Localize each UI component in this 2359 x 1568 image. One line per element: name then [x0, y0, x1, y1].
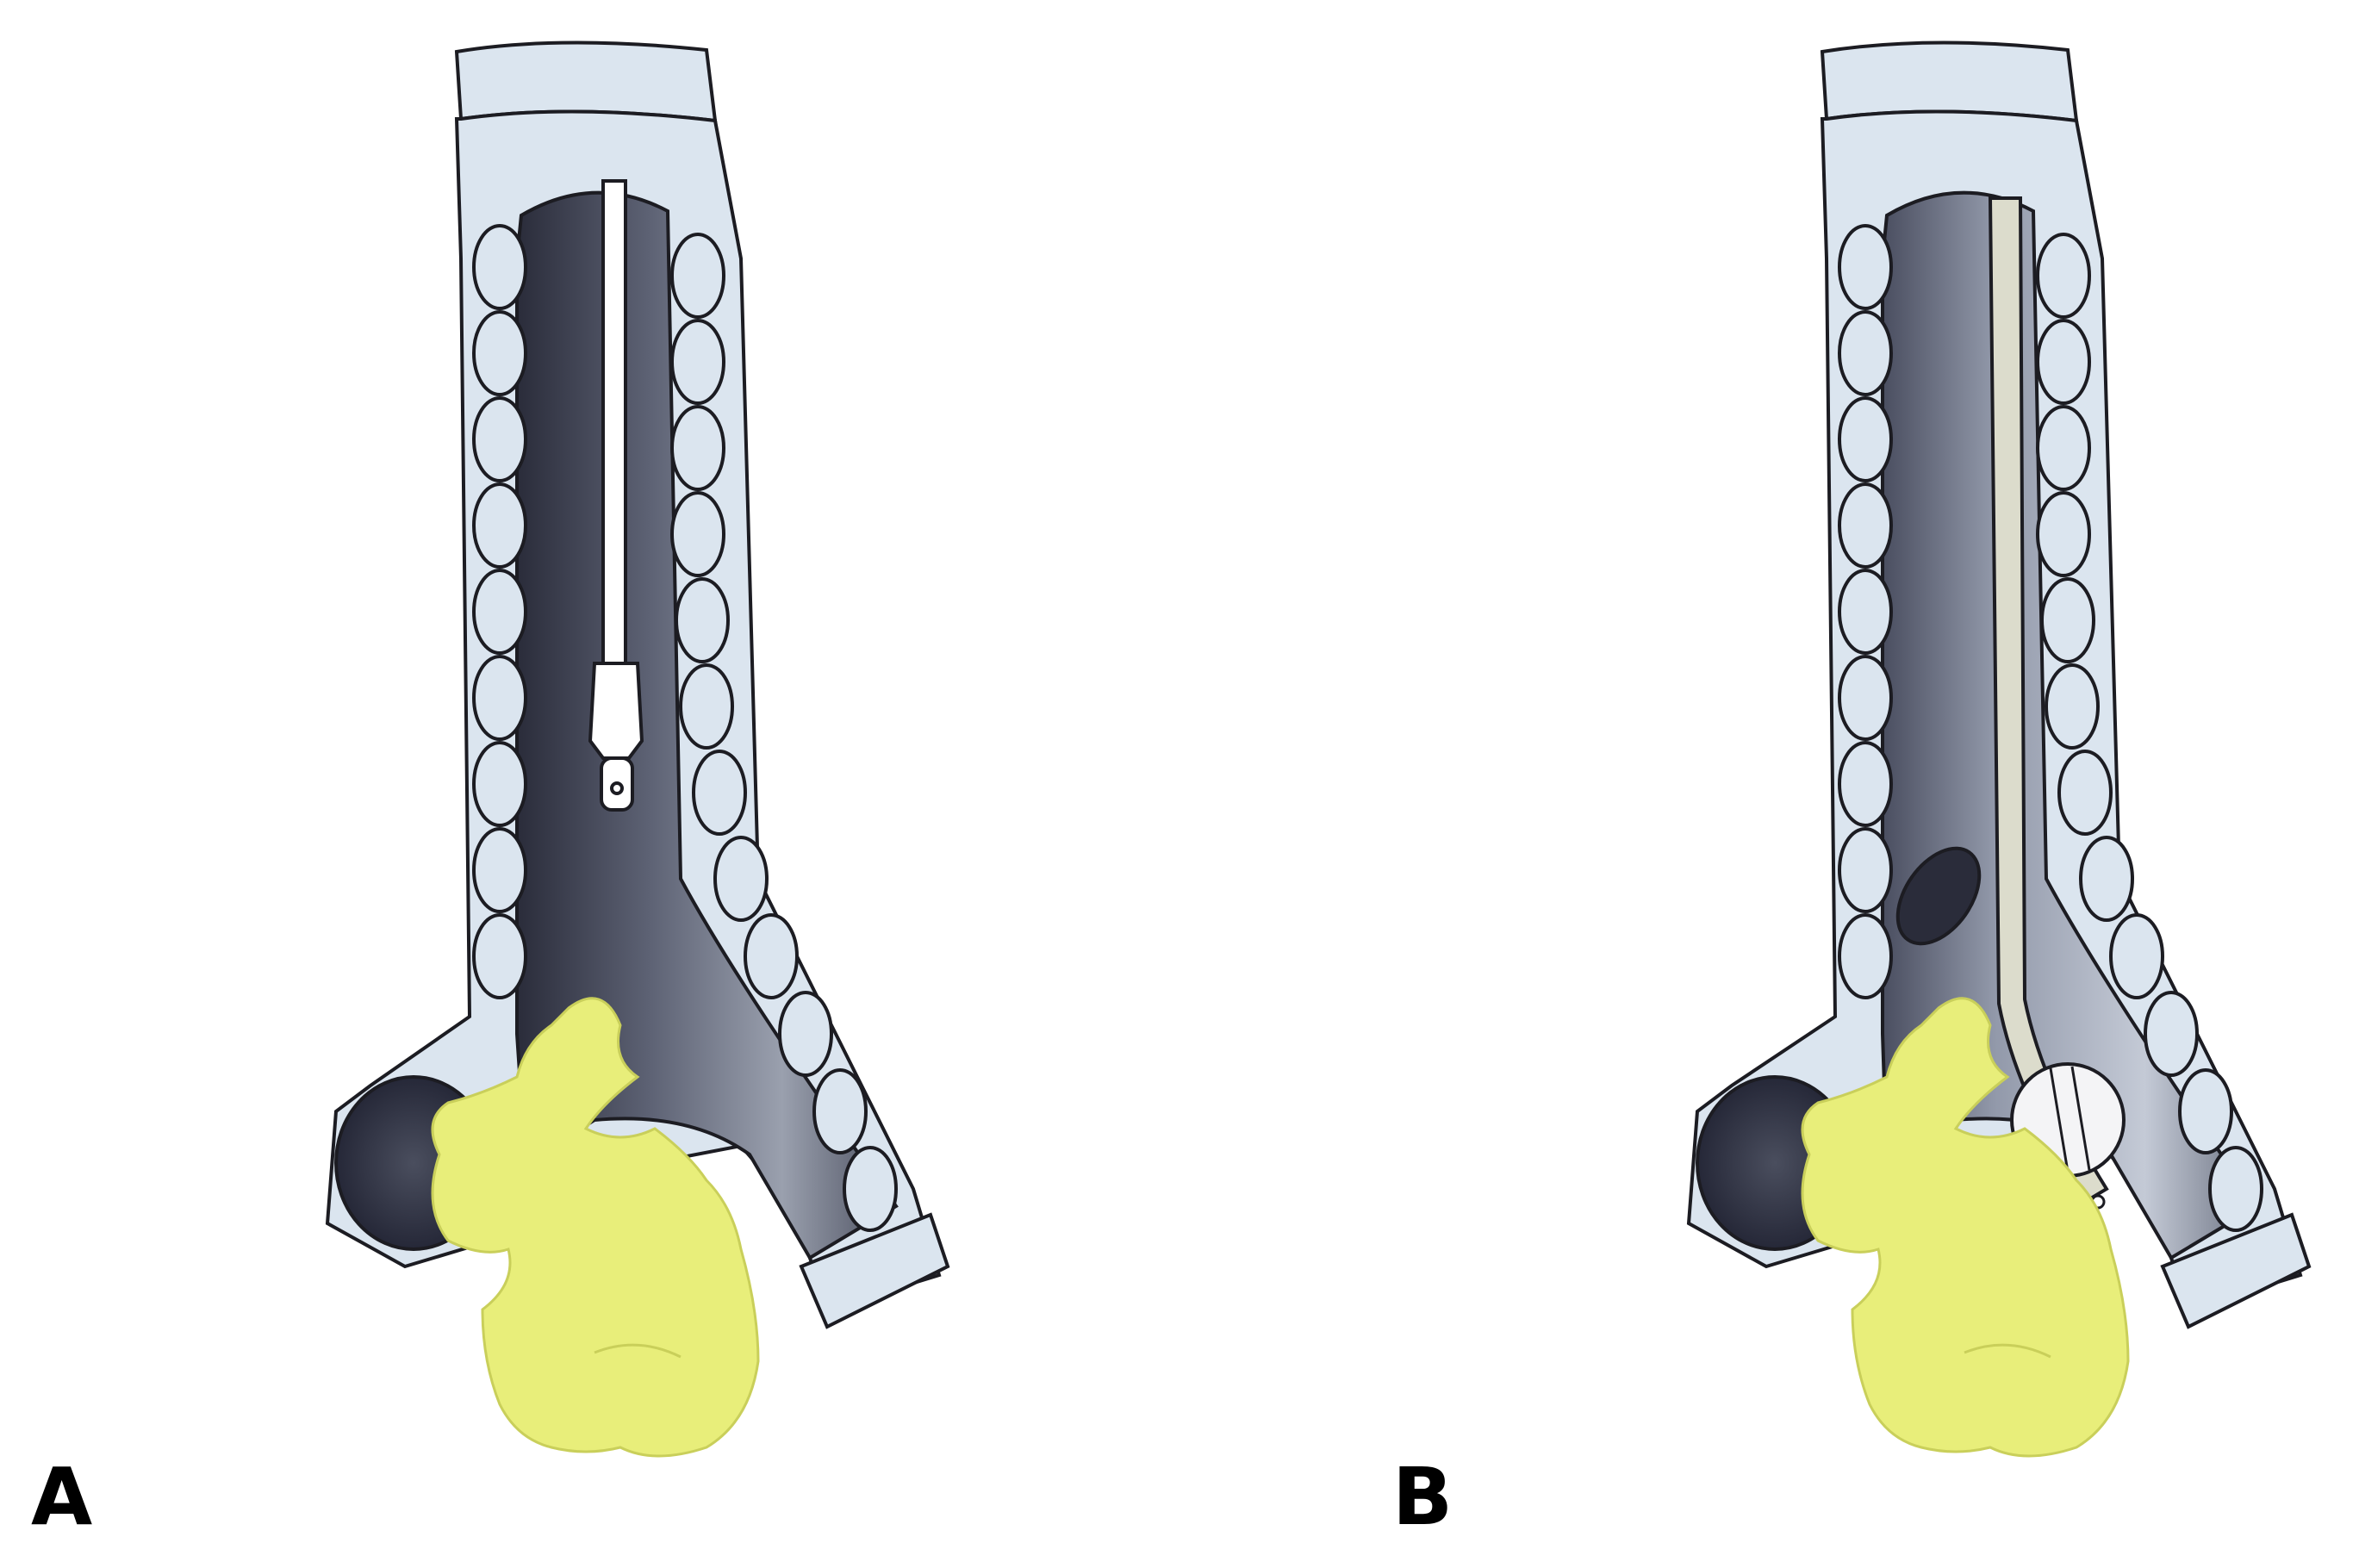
tumor-mass [431, 997, 760, 1458]
cartilage-rings-left [472, 224, 527, 999]
cartilage-rings-right [2036, 233, 2263, 1232]
side-hole [1895, 846, 1982, 946]
cartilage-rings-right [670, 233, 898, 1232]
panel-label-a: A [31, 1451, 93, 1543]
right-bronchus-ring [799, 1212, 950, 1329]
tumor-crease [594, 1343, 682, 1359]
tumor-mass [1801, 997, 2130, 1458]
panel-b-trachea-diagram [1686, 40, 2312, 1458]
tumor-crease [1964, 1343, 2051, 1359]
panel-label-b: B [1392, 1451, 1453, 1543]
trachea-top-ring [1820, 40, 2079, 123]
trachea-top-ring [454, 40, 718, 123]
panel-a-trachea-diagram [325, 40, 950, 1458]
cartilage-rings-left [1838, 224, 1893, 999]
right-bronchus-ring [2160, 1212, 2312, 1329]
short-tube [588, 179, 644, 812]
